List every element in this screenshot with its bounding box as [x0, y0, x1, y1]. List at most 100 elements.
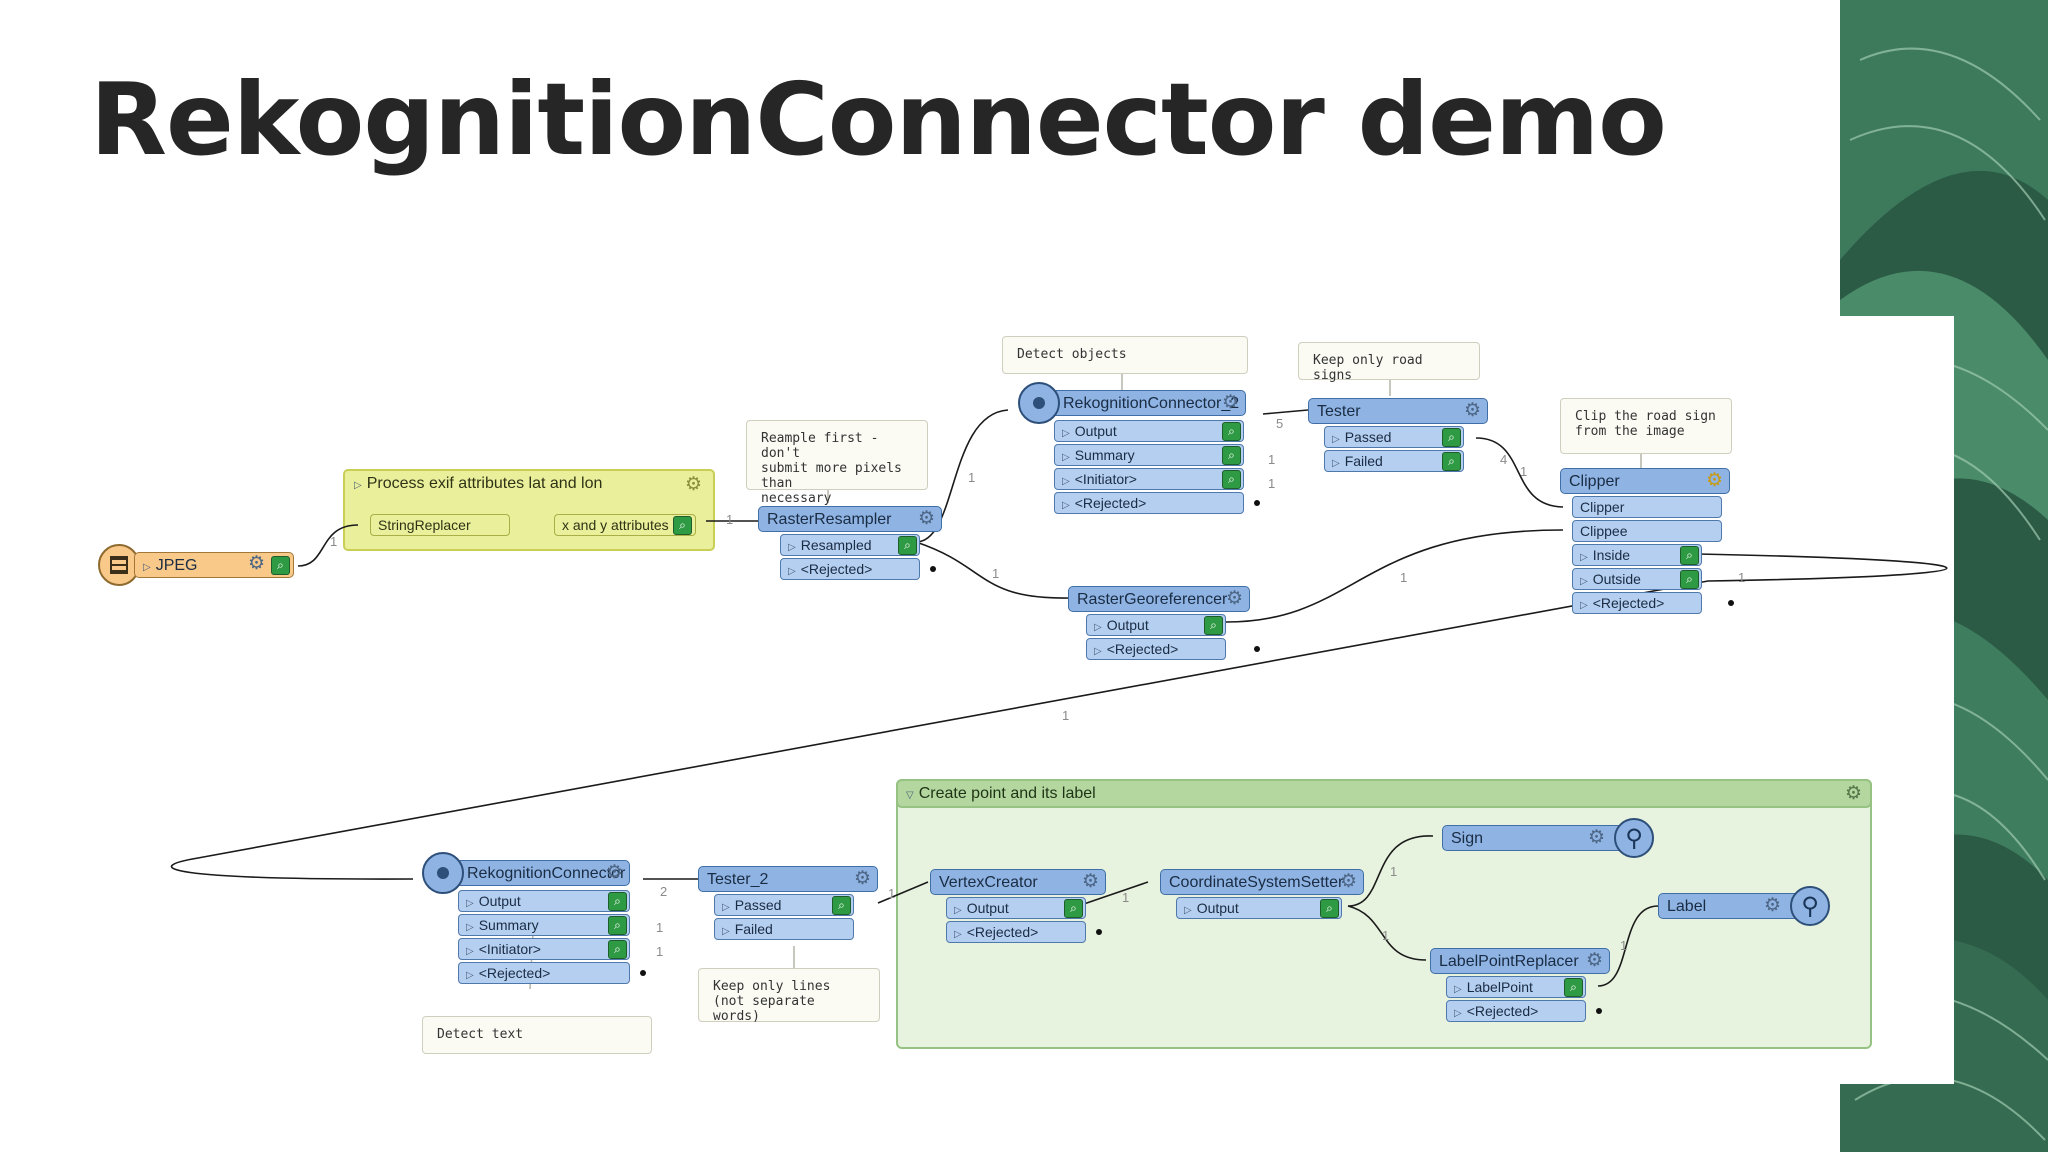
port-output[interactable]: ▷Output ⌕: [458, 890, 630, 912]
port-passed[interactable]: ▷Passed ⌕: [1324, 426, 1464, 448]
port-rejected[interactable]: ▷<Rejected>: [458, 962, 630, 984]
rekognitionconnector-header[interactable]: RekognitionConnector ⚙: [442, 860, 630, 886]
inspect-icon[interactable]: ⌕: [1222, 422, 1241, 441]
vertexcreator-header[interactable]: VertexCreator ⚙: [930, 869, 1106, 895]
tester-2-header[interactable]: Tester_2 ⚙: [698, 866, 878, 892]
port-output[interactable]: ▷Output ⌕: [1086, 614, 1226, 636]
labelpointreplacer-node[interactable]: LabelPointReplacer ⚙ ▷LabelPoint ⌕ ▷<Rej…: [1430, 948, 1620, 1028]
gear-icon[interactable]: ⚙: [1221, 392, 1239, 413]
tester-2-node[interactable]: Tester_2 ⚙ ▷Passed ⌕ ▷Failed: [698, 866, 880, 946]
port-clippee-input[interactable]: Clippee: [1572, 520, 1722, 542]
inspect-icon[interactable]: ⌕: [1204, 616, 1223, 635]
note-line: from the image: [1575, 424, 1685, 439]
inspect-icon[interactable]: ⌕: [1680, 570, 1699, 589]
port-output[interactable]: ▷Output ⌕: [946, 897, 1086, 919]
bookmark-create-point[interactable]: ▽Create point and its label ⚙: [900, 782, 1868, 806]
port-clipper-input[interactable]: Clipper: [1572, 496, 1722, 518]
inspect-icon[interactable]: ⌕: [832, 896, 851, 915]
xy-attributes-node[interactable]: x and y attributes ⌕: [554, 514, 696, 536]
note-resample-first: Reample first - don't submit more pixels…: [746, 420, 928, 506]
gear-icon[interactable]: ⚙: [1705, 470, 1723, 491]
expand-triangle-icon: ▷: [143, 562, 151, 573]
stringreplacer-node[interactable]: StringReplacer: [370, 514, 510, 536]
port-rejected[interactable]: ▷<Rejected>: [1572, 592, 1702, 614]
port-passed[interactable]: ▷Passed ⌕: [714, 894, 854, 916]
gear-icon[interactable]: ⚙: [1081, 871, 1099, 892]
port-failed[interactable]: ▷Failed ⌕: [1324, 450, 1464, 472]
port-initiator[interactable]: ▷<Initiator> ⌕: [1054, 468, 1244, 490]
port-summary[interactable]: ▷Summary ⌕: [1054, 444, 1244, 466]
gear-icon[interactable]: ⚙: [1844, 783, 1862, 804]
inspect-icon[interactable]: ⌕: [1442, 452, 1461, 471]
rekognitionconnector-2-node[interactable]: RekognitionConnector_2 ⚙ ▷Output ⌕ ▷Summ…: [1018, 382, 1268, 524]
inspect-icon[interactable]: ⌕: [608, 916, 627, 935]
port-output[interactable]: ▷Output ⌕: [1054, 420, 1244, 442]
clipper-label: Clipper: [1569, 473, 1620, 490]
port-label: Failed: [734, 921, 773, 937]
inspect-icon[interactable]: ⌕: [1564, 978, 1583, 997]
inspect-icon[interactable]: ⌕: [898, 536, 917, 555]
rasterresampler-node[interactable]: RasterResampler ⚙ ▷Resampled ⌕ ▷<Rejecte…: [758, 506, 948, 606]
coordinatesystemsetter-node[interactable]: CoordinateSystemSetter ⚙ ▷Output ⌕: [1160, 869, 1372, 925]
label-inspector-node[interactable]: Label ⚙ ⚲: [1658, 886, 1838, 928]
link-tester2-vertex: [877, 881, 929, 904]
port-output[interactable]: ▷Output ⌕: [1176, 897, 1342, 919]
vertexcreator-node[interactable]: VertexCreator ⚙ ▷Output ⌕ ▷<Rejected>: [930, 869, 1106, 949]
label-header[interactable]: Label ⚙: [1658, 893, 1808, 919]
magnifier-icon[interactable]: ⚲: [1614, 818, 1654, 858]
inspect-icon[interactable]: ⌕: [1320, 899, 1339, 918]
gear-icon[interactable]: ⚙: [605, 862, 623, 883]
rastergeoreferencer-header[interactable]: RasterGeoreferencer ⚙: [1068, 586, 1250, 612]
gear-icon[interactable]: ⚙: [1339, 871, 1357, 892]
rastergeoreferencer-node[interactable]: RasterGeoreferencer ⚙ ▷Output ⌕ ▷<Reject…: [1068, 586, 1268, 670]
tester-node[interactable]: Tester ⚙ ▷Passed ⌕ ▷Failed ⌕: [1308, 398, 1488, 478]
gear-icon[interactable]: ⚙: [1463, 400, 1481, 421]
inspect-icon[interactable]: ⌕: [608, 940, 627, 959]
inspect-icon[interactable]: ⌕: [1222, 446, 1241, 465]
port-rejected[interactable]: ▷<Rejected>: [1086, 638, 1226, 660]
magnifier-icon[interactable]: ⚲: [1790, 886, 1830, 926]
feature-count: 2: [660, 884, 668, 899]
port-label: Passed: [1344, 429, 1392, 445]
rasterresampler-header[interactable]: RasterResampler ⚙: [758, 506, 942, 532]
gear-icon[interactable]: ⚙: [684, 474, 702, 495]
jpeg-reader[interactable]: ▷JPEG ⚙ ⌕: [98, 544, 298, 586]
port-rejected[interactable]: ▷<Rejected>: [1446, 1000, 1586, 1022]
gear-icon[interactable]: ⚙: [1763, 895, 1781, 916]
port-summary[interactable]: ▷Summary ⌕: [458, 914, 630, 936]
gear-icon[interactable]: ⚙: [247, 553, 265, 574]
port-resampled[interactable]: ▷Resampled ⌕: [780, 534, 920, 556]
gear-icon[interactable]: ⚙: [1585, 950, 1603, 971]
inspect-icon[interactable]: ⌕: [608, 892, 627, 911]
inspect-icon[interactable]: ⌕: [1680, 546, 1699, 565]
gear-icon[interactable]: ⚙: [1225, 588, 1243, 609]
port-initiator[interactable]: ▷<Initiator> ⌕: [458, 938, 630, 960]
labelpointreplacer-header[interactable]: LabelPointReplacer ⚙: [1430, 948, 1610, 974]
tester-header[interactable]: Tester ⚙: [1308, 398, 1488, 424]
rekognitionconnector-node[interactable]: RekognitionConnector ⚙ ▷Output ⌕ ▷Summar…: [422, 852, 662, 994]
port-rejected[interactable]: ▷<Rejected>: [946, 921, 1086, 943]
port-outside[interactable]: ▷Outside ⌕: [1572, 568, 1702, 590]
port-rejected[interactable]: ▷<Rejected>: [1054, 492, 1244, 514]
clipper-node[interactable]: Clipper ⚙ Clipper Clippee ▷Inside ⌕ ▷Out…: [1560, 468, 1750, 628]
bookmark-exif[interactable]: ▷Process exif attributes lat and lon ⚙: [348, 472, 708, 498]
gear-icon[interactable]: ⚙: [1587, 827, 1605, 848]
port-rejected[interactable]: ▷<Rejected>: [780, 558, 920, 580]
clipper-header[interactable]: Clipper ⚙: [1560, 468, 1730, 494]
jpeg-reader-header[interactable]: ▷JPEG ⚙ ⌕: [134, 552, 294, 578]
inspect-icon[interactable]: ⌕: [673, 516, 692, 535]
inspect-icon[interactable]: ⌕: [1064, 899, 1083, 918]
rekognitionconnector-2-header[interactable]: RekognitionConnector_2 ⚙: [1038, 390, 1246, 416]
gear-icon[interactable]: ⚙: [853, 868, 871, 889]
port-inside[interactable]: ▷Inside ⌕: [1572, 544, 1702, 566]
inspect-icon[interactable]: ⌕: [1222, 470, 1241, 489]
port-labelpoint[interactable]: ▷LabelPoint ⌕: [1446, 976, 1586, 998]
inspect-icon[interactable]: ⌕: [1442, 428, 1461, 447]
sign-header[interactable]: Sign ⚙: [1442, 825, 1632, 851]
sign-inspector-node[interactable]: Sign ⚙ ⚲: [1442, 818, 1662, 860]
coordinatesystemsetter-header[interactable]: CoordinateSystemSetter ⚙: [1160, 869, 1364, 895]
gear-icon[interactable]: ⚙: [917, 508, 935, 529]
bookmark-create-point-header: [896, 779, 1872, 808]
inspect-icon[interactable]: ⌕: [271, 556, 290, 575]
port-failed[interactable]: ▷Failed: [714, 918, 854, 940]
